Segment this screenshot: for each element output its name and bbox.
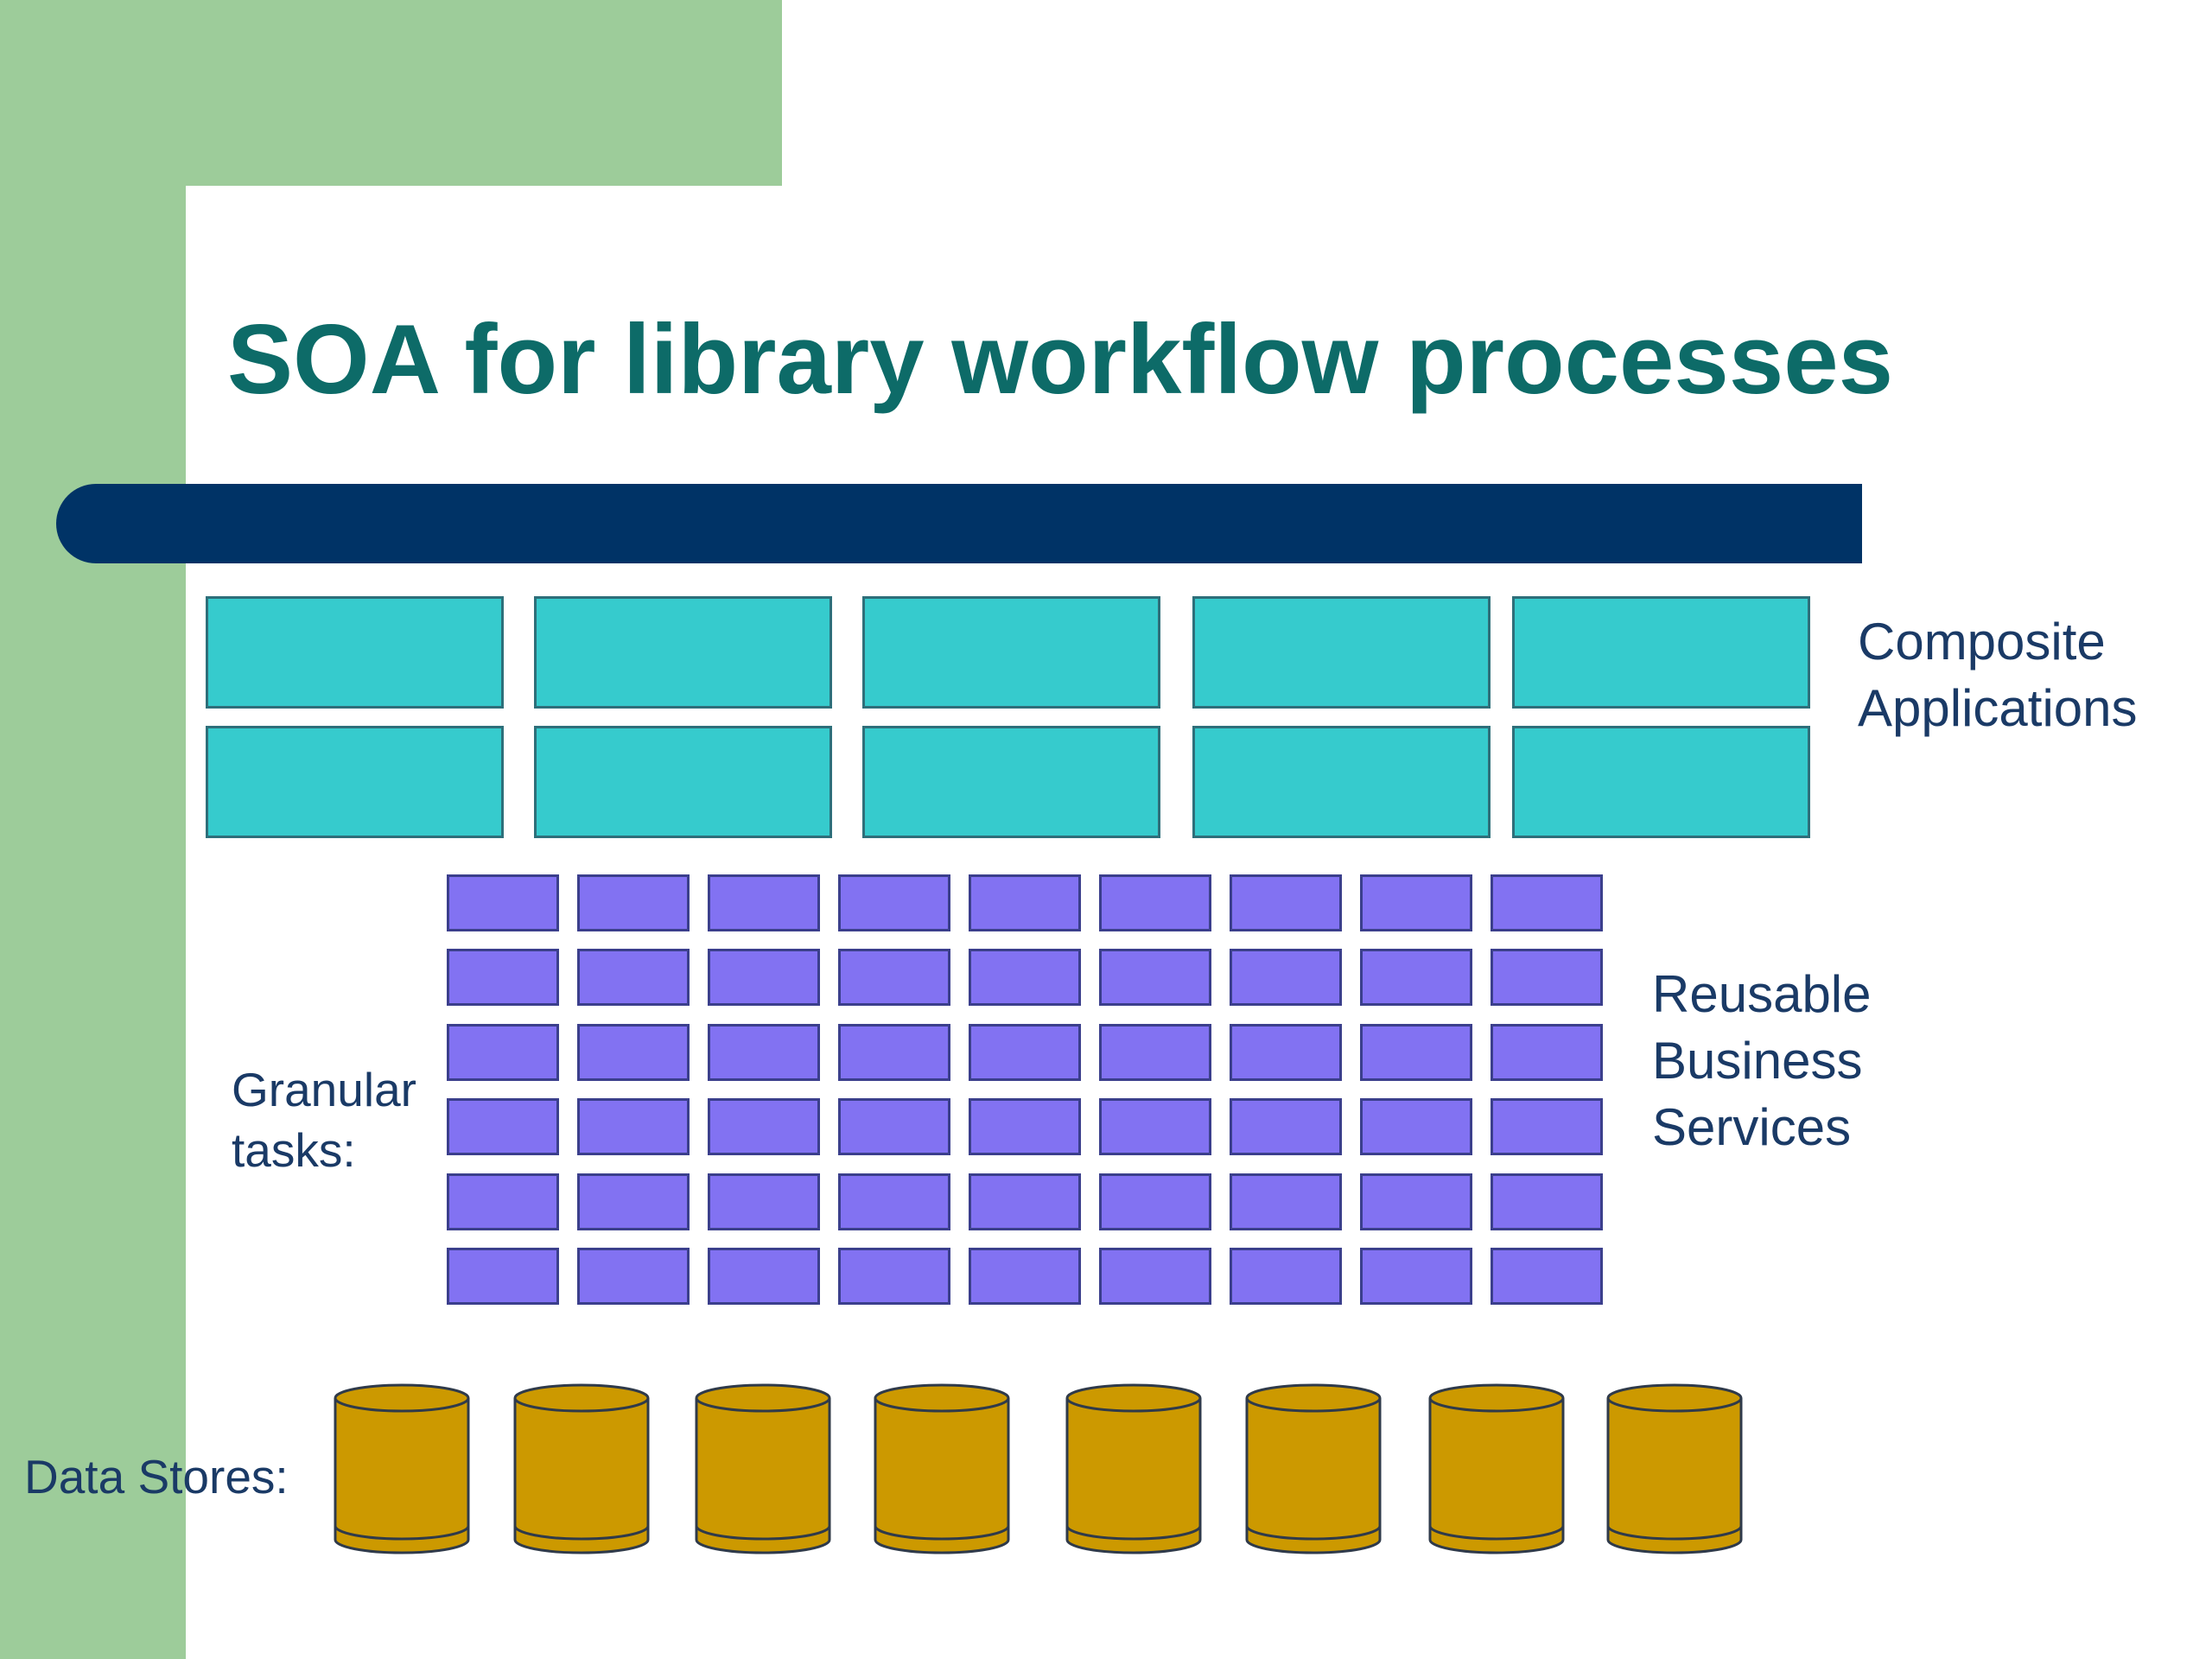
service-box (577, 874, 690, 931)
service-box (1230, 874, 1342, 931)
service-box (969, 949, 1081, 1006)
composite-application-box (1192, 726, 1491, 838)
service-box (1099, 1173, 1211, 1230)
service-box (577, 1098, 690, 1155)
composite-label-line: Applications (1858, 678, 2138, 737)
service-box (447, 1248, 559, 1305)
service-box (838, 1248, 950, 1305)
service-box (838, 874, 950, 931)
service-box (969, 1248, 1081, 1305)
service-box (1230, 1248, 1342, 1305)
service-box (577, 1173, 690, 1230)
service-box (969, 1173, 1081, 1230)
service-box (838, 1098, 950, 1155)
granular-label-line: tasks: (232, 1123, 356, 1178)
service-box (1099, 874, 1211, 931)
data-stores-label: Data Stores: (24, 1450, 289, 1503)
composite-application-box (534, 596, 832, 709)
service-box (1360, 1173, 1472, 1230)
services-label-line: Services (1652, 1097, 1852, 1156)
service-box (838, 1024, 950, 1081)
service-box (447, 1173, 559, 1230)
service-box (1360, 1098, 1472, 1155)
service-box (447, 1024, 559, 1081)
reusable-business-services-label: Reusable Business Services (1652, 962, 1872, 1160)
composite-application-box (862, 596, 1160, 709)
service-box (447, 949, 559, 1006)
service-box (708, 1024, 820, 1081)
service-box (1230, 1173, 1342, 1230)
green-band-left (0, 0, 186, 1659)
data-store-cylinder (1244, 1382, 1382, 1555)
composite-application-box (1192, 596, 1491, 709)
service-box (1360, 949, 1472, 1006)
composite-application-box (862, 726, 1160, 838)
service-box (1360, 1248, 1472, 1305)
composite-application-box (206, 596, 504, 709)
data-store-cylinder (694, 1382, 832, 1555)
service-box (577, 1024, 690, 1081)
service-box (708, 1098, 820, 1155)
service-box (1491, 949, 1603, 1006)
slide-title: SOA for library workflow processes (227, 305, 1894, 415)
service-box (969, 1024, 1081, 1081)
data-store-cylinder (1605, 1382, 1744, 1555)
service-box (1099, 1024, 1211, 1081)
data-store-cylinder (873, 1382, 1011, 1555)
data-store-cylinder (1065, 1382, 1203, 1555)
service-box (1099, 949, 1211, 1006)
service-box (708, 1248, 820, 1305)
service-box (969, 874, 1081, 931)
service-box (1230, 1024, 1342, 1081)
service-box (708, 1173, 820, 1230)
service-box (1491, 1098, 1603, 1155)
service-box (708, 949, 820, 1006)
composite-application-box (1512, 596, 1810, 709)
service-box (577, 1248, 690, 1305)
title-underline-bar (56, 484, 1862, 563)
granular-tasks-label: Granular tasks: (232, 1059, 416, 1181)
service-box (708, 874, 820, 931)
service-box (1230, 1098, 1342, 1155)
composite-label-line: Composite (1858, 613, 2106, 671)
service-box (447, 1098, 559, 1155)
data-store-cylinder (512, 1382, 651, 1555)
service-box (447, 874, 559, 931)
service-box (1099, 1098, 1211, 1155)
service-box (1491, 874, 1603, 931)
composite-applications-label: Composite Applications (1858, 609, 2138, 742)
service-box (1360, 1024, 1472, 1081)
services-label-line: Business (1652, 1031, 1863, 1090)
service-box (838, 1173, 950, 1230)
granular-label-line: Granular (232, 1063, 416, 1116)
service-box (1099, 1248, 1211, 1305)
service-box (1491, 1024, 1603, 1081)
service-box (1491, 1173, 1603, 1230)
composite-application-box (1512, 726, 1810, 838)
composite-application-box (206, 726, 504, 838)
data-store-cylinder (1427, 1382, 1566, 1555)
composite-application-box (534, 726, 832, 838)
services-label-line: Reusable (1652, 965, 1872, 1023)
green-band-top (0, 0, 782, 186)
service-box (969, 1098, 1081, 1155)
service-box (1230, 949, 1342, 1006)
service-box (838, 949, 950, 1006)
service-box (577, 949, 690, 1006)
data-store-cylinder (333, 1382, 471, 1555)
service-box (1491, 1248, 1603, 1305)
service-box (1360, 874, 1472, 931)
